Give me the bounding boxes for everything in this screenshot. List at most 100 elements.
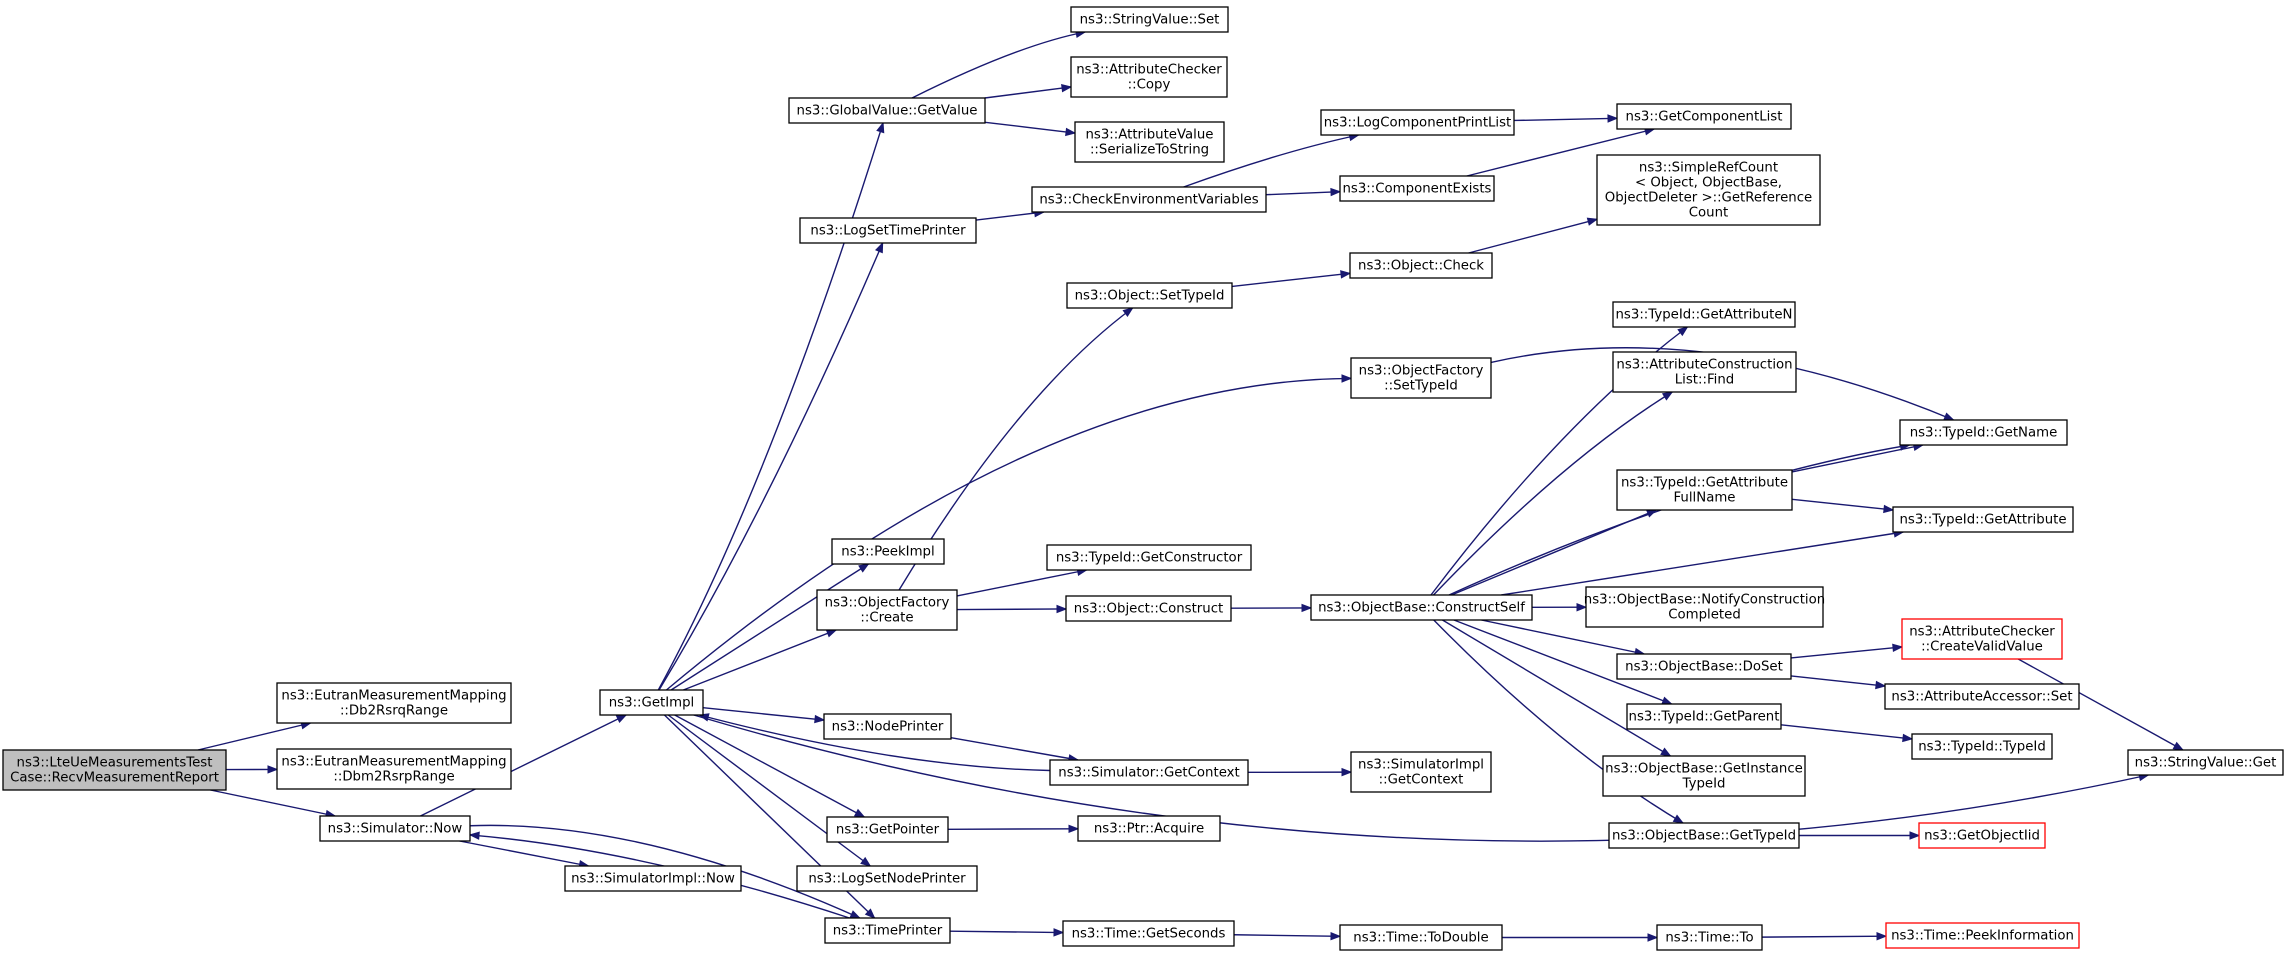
graph-node-timeto[interactable]: ns3::Time::To — [1656, 924, 1763, 951]
graph-node-compexists[interactable]: ns3::ComponentExists — [1339, 175, 1495, 202]
node-label: ns3::AttributeConstruction — [1616, 358, 1792, 373]
node-label: ns3::ObjectBase::DoSet — [1625, 660, 1783, 675]
graph-node-db2rsrq[interactable]: ns3::EutranMeasurementMapping::Db2RsrqRa… — [276, 682, 512, 724]
graph-node-accreatevalid[interactable]: ns3::AttributeChecker::CreateValidValue — [1901, 618, 2063, 660]
graph-node-simnow[interactable]: ns3::Simulator::Now — [319, 815, 471, 842]
graph-node-getobjectiid[interactable]: ns3::GetObjectIid — [1918, 822, 2046, 849]
node-box — [1899, 419, 2068, 446]
node-box — [1049, 759, 1249, 786]
graph-node-objsettypeid[interactable]: ns3::Object::SetTypeId — [1066, 282, 1233, 309]
graph-node-objcheck[interactable]: ns3::Object::Check — [1349, 252, 1493, 279]
arrowhead-icon — [1065, 127, 1077, 137]
graph-node-obgettid[interactable]: ns3::ObjectBase::GetTypeId — [1608, 822, 1800, 849]
arrowhead-icon — [1909, 831, 1921, 840]
node-box — [788, 97, 986, 124]
graph-node-timepeekinfo[interactable]: ns3::Time::PeekInformation — [1885, 922, 2080, 949]
arrowhead-icon — [1068, 824, 1080, 834]
edge-line — [665, 377, 1352, 691]
graph-node-ofsettypeid[interactable]: ns3::ObjectFactory::SetTypeId — [1350, 357, 1492, 399]
graph-node-timegetsec[interactable]: ns3::Time::GetSeconds — [1062, 920, 1235, 947]
graph-node-ptracquire[interactable]: ns3::Ptr::Acquire — [1077, 815, 1221, 842]
call-edge-getimpl-to-nodeprinter — [702, 707, 826, 724]
call-edge-tidgetattrfull-to-tidgetattr — [1791, 498, 1895, 514]
graph-node-tidgetctor[interactable]: ns3::TypeId::GetConstructor — [1046, 544, 1252, 571]
graph-node-logcompprintlist[interactable]: ns3::LogComponentPrintList — [1320, 109, 1515, 136]
node-label: ns3::GlobalValue::GetValue — [797, 104, 978, 119]
node-box — [1918, 822, 2046, 849]
graph-node-checkenv[interactable]: ns3::CheckEnvironmentVariables — [1031, 186, 1267, 213]
node-box — [1070, 6, 1229, 33]
node-label: ns3::TypeId::GetName — [1910, 426, 2058, 441]
call-edge-getimpl-to-logsettimeprinter — [658, 241, 884, 691]
graph-node-simgetctx[interactable]: ns3::Simulator::GetContext — [1049, 759, 1249, 786]
graph-node-avser[interactable]: ns3::AttributeValue::SerializeToString — [1074, 121, 1225, 163]
graph-node-svget[interactable]: ns3::StringValue::Get — [2127, 749, 2284, 776]
graph-node-logsetnodeprinter[interactable]: ns3::LogSetNodePrinter — [796, 865, 978, 892]
graph-node-obdoset[interactable]: ns3::ObjectBase::DoSet — [1616, 653, 1792, 680]
call-edge-timegetsec-to-timetodouble — [1233, 931, 1342, 941]
node-label: ns3::ObjectBase::GetTypeId — [1612, 829, 1796, 844]
graph-node-getpointer[interactable]: ns3::GetPointer — [826, 816, 949, 843]
node-label: ns3::AttributeAccessor::Set — [1891, 690, 2072, 705]
arrowhead-icon — [2172, 741, 2185, 751]
graph-node-logsettimeprinter[interactable]: ns3::LogSetTimePrinter — [799, 217, 977, 244]
graph-node-getcomplist[interactable]: ns3::GetComponentList — [1616, 103, 1792, 130]
edge-line — [1231, 272, 1351, 288]
node-box — [826, 816, 949, 843]
graph-node-tidtypeid[interactable]: ns3::TypeId::TypeId — [1911, 733, 2053, 760]
node-label: ns3::Object::Check — [1358, 259, 1484, 274]
graph-node-simimplnow[interactable]: ns3::SimulatorImpl::Now — [564, 865, 742, 892]
node-label: ns3::LogSetNodePrinter — [808, 872, 966, 887]
graph-node-objconstruct[interactable]: ns3::Object::Construct — [1065, 595, 1232, 622]
node-label: ns3::TypeId::GetAttribute — [1621, 476, 1788, 491]
graph-node-obconstructself[interactable]: ns3::ObjectBase::ConstructSelf — [1310, 594, 1533, 621]
graph-node-aaset[interactable]: ns3::AttributeAccessor::Set — [1884, 683, 2080, 710]
call-edge-getimpl-to-logsetnodeprinter — [667, 714, 872, 867]
arrowhead-icon — [1672, 814, 1685, 824]
node-box — [799, 217, 977, 244]
arrowhead-icon — [1660, 747, 1672, 757]
call-edge-simnow-to-simimplnow — [459, 840, 590, 869]
graph-node-obnotify[interactable]: ns3::ObjectBase::NotifyConstructionCompl… — [1584, 586, 1825, 628]
arrowhead-icon — [468, 831, 480, 840]
graph-node-timetodouble[interactable]: ns3::Time::ToDouble — [1339, 924, 1503, 951]
graph-node-nodeprinter[interactable]: ns3::NodePrinter — [823, 713, 952, 740]
call-edge-tidgetparent-to-tidtypeid — [1780, 724, 1914, 743]
graph-node-dbm2rsrp[interactable]: ns3::EutranMeasurementMapping::Dbm2RsrpR… — [276, 748, 512, 790]
node-box — [1901, 618, 2063, 660]
edge-line — [975, 211, 1044, 221]
edge-line — [663, 714, 876, 919]
node-box — [1077, 815, 1221, 842]
node-label: ns3::Ptr::Acquire — [1094, 822, 1204, 837]
call-edge-nodeprinter-to-simgetctx — [950, 736, 1080, 763]
node-box — [1350, 751, 1492, 793]
graph-node-tidgetparent[interactable]: ns3::TypeId::GetParent — [1626, 703, 1782, 730]
arrowhead-icon — [1647, 933, 1659, 942]
node-label: ::CreateValidValue — [1921, 640, 2043, 655]
node-box — [1062, 920, 1235, 947]
graph-node-simimplgetctx[interactable]: ns3::SimulatorImpl::GetContext — [1350, 751, 1492, 793]
call-edge-objsettypeid-to-objcheck — [1231, 270, 1352, 288]
graph-node-ofcreate[interactable]: ns3::ObjectFactory::Create — [816, 589, 958, 631]
node-box — [1320, 109, 1515, 136]
graph-node-timeprinter[interactable]: ns3::TimePrinter — [824, 917, 951, 944]
graph-node-gvgetvalue[interactable]: ns3::GlobalValue::GetValue — [788, 97, 986, 124]
graph-node-tidgetname[interactable]: ns3::TypeId::GetName — [1899, 419, 2068, 446]
graph-node-simplerefcount[interactable]: ns3::SimpleRefCount< Object, ObjectBase,… — [1596, 154, 1821, 226]
node-box — [2127, 749, 2284, 776]
graph-node-svset[interactable]: ns3::StringValue::Set — [1070, 6, 1229, 33]
graph-node-peekimpl[interactable]: ns3::PeekImpl — [831, 538, 945, 565]
graph-node-accopy[interactable]: ns3::AttributeChecker::Copy — [1070, 56, 1228, 98]
graph-node-tidgetattrn[interactable]: ns3::TypeId::GetAttributeN — [1612, 301, 1796, 328]
edge-line — [702, 707, 825, 721]
node-box — [1070, 56, 1228, 98]
edge-line — [1791, 498, 1894, 511]
graph-node-tidgetattr[interactable]: ns3::TypeId::GetAttribute — [1892, 506, 2074, 533]
node-label: ns3::TypeId::TypeId — [1918, 740, 2046, 755]
graph-node-getimpl[interactable]: ns3::GetImpl — [599, 689, 704, 716]
node-box — [1031, 186, 1267, 213]
edge-line — [1481, 619, 1645, 655]
